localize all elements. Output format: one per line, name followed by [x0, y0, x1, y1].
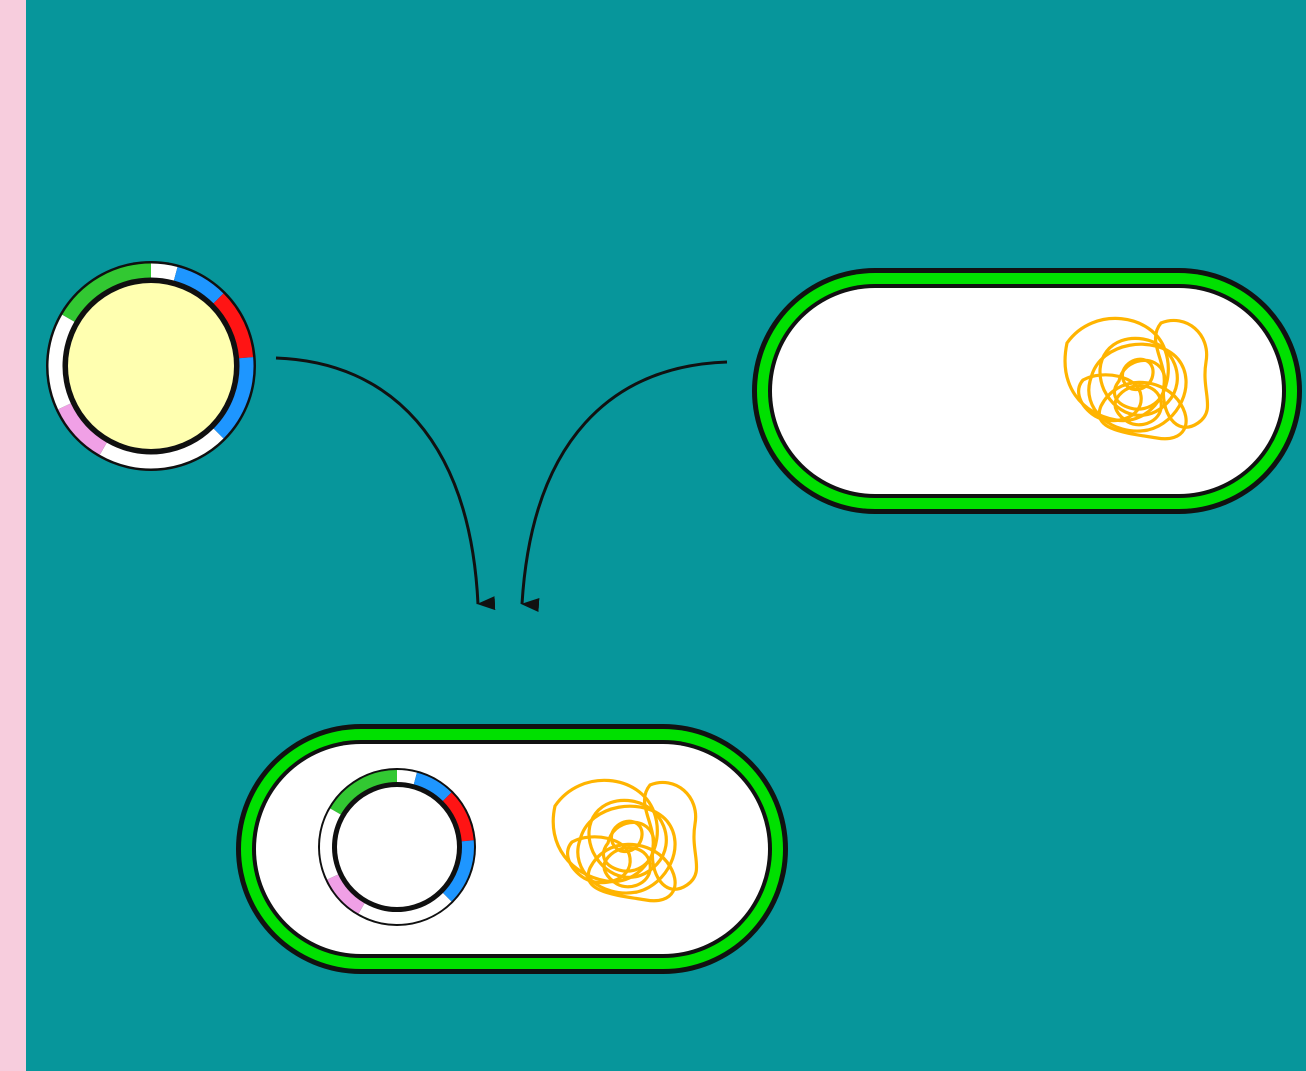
- chromosome-icon: [551, 778, 699, 903]
- chromosome-icon: [1063, 316, 1210, 441]
- recipient-bacterium: [752, 268, 1302, 514]
- plasmid-segment: [150, 263, 178, 281]
- bacterium-arrow: [520, 360, 728, 613]
- plasmid-segment: [213, 293, 254, 359]
- plasmid-arrow: [275, 356, 496, 611]
- plasmid-segment: [442, 840, 474, 902]
- plasmid-segment: [58, 403, 107, 455]
- internal-plasmid: [318, 768, 476, 926]
- plasmid-segment: [62, 263, 152, 322]
- plasmid-segment: [358, 892, 452, 924]
- plasmid-segment: [48, 314, 75, 410]
- isolated-plasmid: [46, 261, 256, 471]
- plasmid-segment: [396, 770, 417, 785]
- transformation-arrows: [275, 356, 728, 613]
- plasmid-segment: [173, 266, 224, 304]
- plasmid-segment: [213, 357, 254, 439]
- plasmid-ring-segments: [320, 770, 474, 924]
- left-margin-strip: [0, 0, 26, 1071]
- plasmid-segment: [413, 772, 452, 802]
- plasmid-segment: [330, 770, 398, 815]
- plasmid-ring-segments: [48, 263, 254, 469]
- plasmid-segment: [320, 808, 341, 880]
- plasmid-segment: [99, 428, 224, 469]
- transformed-bacterium: [236, 724, 788, 974]
- plasmid-segment: [442, 792, 474, 842]
- plasmid-segment: [327, 874, 365, 914]
